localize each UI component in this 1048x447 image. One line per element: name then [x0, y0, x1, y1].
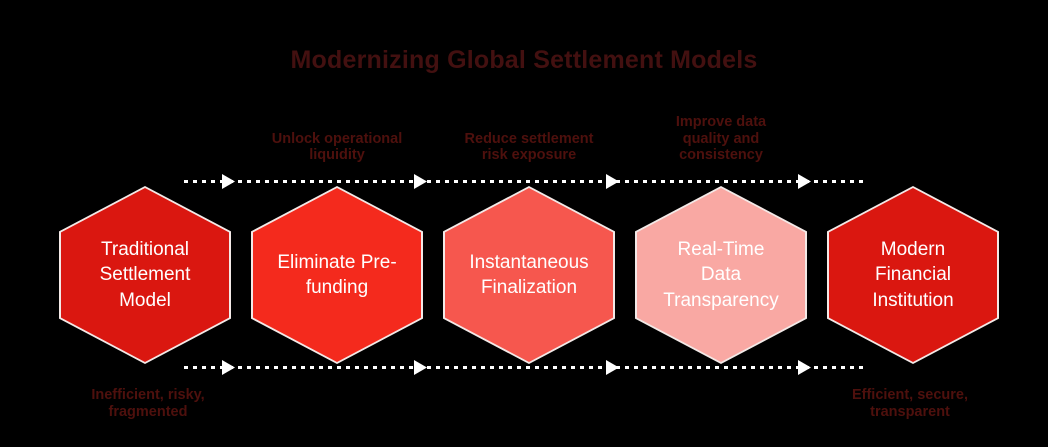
arrowhead-right-icon	[222, 360, 235, 375]
arrowhead-right-icon	[606, 360, 619, 375]
hexagon-label: Real-Time Data Transparency	[663, 239, 779, 311]
arrowhead-right-icon	[606, 174, 619, 189]
hexagon-label: Eliminate Pre- funding	[277, 251, 397, 298]
hexagon-fill: Instantaneous Finalization	[445, 188, 613, 362]
hexagon-fill: Real-Time Data Transparency	[637, 188, 805, 362]
step-label-improve-data: Improve data quality and consistency	[675, 113, 767, 164]
caption-inefficient: Inefficient, risky, fragmented	[91, 387, 205, 420]
hexagon-label: Modern Financial Institution	[872, 239, 954, 311]
dotted-arrow-line-top	[184, 174, 864, 189]
hexagon-modern-financial-institution: Modern Financial Institution	[827, 186, 999, 364]
diagram-title: Modernizing Global Settlement Models	[290, 46, 758, 74]
hexagon-fill: Modern Financial Institution	[829, 188, 997, 362]
arrowhead-right-icon	[798, 174, 811, 189]
hexagon-eliminate-prefunding: Eliminate Pre- funding	[251, 186, 423, 364]
hexagon-label: Traditional Settlement Model	[99, 239, 191, 311]
hexagon-instantaneous-finalization: Instantaneous Finalization	[443, 186, 615, 364]
hexagon-fill: Eliminate Pre- funding	[253, 188, 421, 362]
arrowhead-right-icon	[798, 360, 811, 375]
hexagon-traditional-settlement: Traditional Settlement Model	[59, 186, 231, 364]
dotted-arrow-line-bottom	[184, 360, 864, 375]
arrowhead-right-icon	[414, 360, 427, 375]
arrowhead-right-icon	[222, 174, 235, 189]
caption-efficient: Efficient, secure, transparent	[851, 387, 969, 420]
arrowhead-right-icon	[414, 174, 427, 189]
hexagon-fill: Traditional Settlement Model	[61, 188, 229, 362]
hexagon-label: Instantaneous Finalization	[469, 251, 589, 298]
hexagon-realtime-transparency: Real-Time Data Transparency	[635, 186, 807, 364]
step-label-reduce-risk: Reduce settlement risk exposure	[464, 130, 594, 164]
step-label-unlock-liquidity: Unlock operational liquidity	[271, 130, 403, 164]
